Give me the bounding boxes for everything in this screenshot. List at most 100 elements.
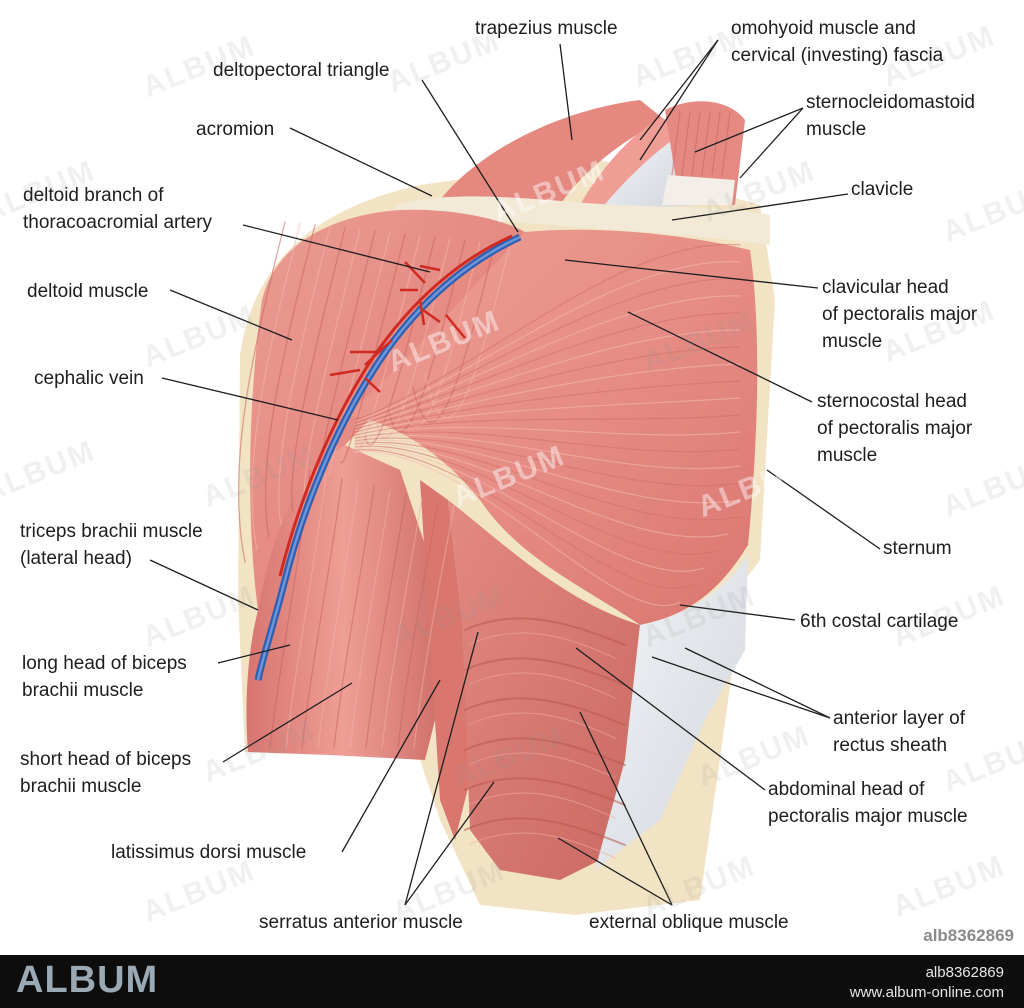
label-external-oblique: external oblique muscle: [589, 912, 789, 933]
cephalic-vein-highlight: [256, 235, 521, 681]
label-rectus-sheath: anterior layer of rectus sheath: [833, 708, 966, 756]
muscle-fiber: [464, 737, 626, 766]
leader-line: [289, 127, 433, 197]
leader-line: [575, 647, 766, 791]
leader-line: [341, 679, 441, 853]
scm-tendon-shape: [662, 175, 735, 205]
muscle-fiber: [354, 363, 741, 432]
muscle-fiber: [354, 431, 741, 453]
muscle-fiber: [413, 505, 455, 749]
muscle-fiber: [354, 450, 681, 607]
muscle-fiber: [701, 111, 711, 176]
muscle-fiber: [354, 346, 741, 430]
muscle-fiber: [354, 243, 741, 421]
label-sternocostal-head: sternocostal head of pectoralis major mu…: [817, 391, 973, 466]
label-abdominal-head: abdominal head of pectoralis major muscl…: [768, 779, 968, 827]
label-short-head-biceps: short head of biceps brachii muscle: [20, 749, 192, 797]
muscle-fiber: [354, 426, 741, 438]
muscle-fiber: [469, 792, 616, 819]
muscle-fiber: [354, 441, 741, 521]
muscle-fiber: [354, 434, 741, 470]
latissimus-shape: [420, 480, 470, 840]
leader-line: [559, 43, 573, 141]
leader-line: [217, 644, 291, 664]
label-clavicle: clavicle: [851, 179, 914, 200]
footer-url-link[interactable]: www.album-online.com: [849, 984, 1004, 1001]
muscle-fiber: [354, 443, 729, 538]
muscle-fiber: [354, 445, 717, 555]
pectoralis-major-shape: [345, 229, 758, 625]
leader-line: [404, 631, 479, 906]
leader-line: [627, 311, 813, 403]
leader-line: [242, 224, 431, 273]
muscle-fiber: [237, 221, 286, 563]
muscle-fiber: [354, 437, 741, 487]
muscle-fiber: [303, 228, 361, 501]
leader-line: [651, 656, 831, 719]
label-long-head-biceps: long head of biceps brachii muscle: [22, 653, 187, 701]
muscle-fiber: [354, 329, 741, 429]
rectus-sheath-shape: [595, 555, 748, 870]
leader-line: [694, 107, 804, 153]
image-id-tag: alb8362869: [923, 926, 1014, 945]
label-sternocleidomastoid: sternocleidomastoid muscle: [806, 92, 975, 140]
muscle-fiber: [671, 111, 681, 176]
muscle-fiber: [721, 111, 731, 176]
clavicle-shape: [395, 196, 770, 245]
footer-image-id: alb8362869: [925, 964, 1004, 981]
leader-line: [564, 259, 819, 289]
muscle-fiber: [381, 497, 423, 749]
muscle-fiber: [352, 234, 421, 454]
muscle-fiber: [354, 295, 741, 426]
leader-line: [766, 469, 881, 550]
label-deltoid-branch: deltoid branch of thoracoacromial artery: [23, 185, 213, 233]
label-latissimus-dorsi: latissimus dorsi muscle: [111, 842, 307, 863]
muscle-fiber: [397, 501, 439, 749]
muscle-fiber: [464, 617, 626, 646]
muscle-fiber: [469, 752, 616, 779]
leader-line: [679, 604, 796, 621]
muscle-fiber: [340, 233, 406, 464]
muscle-fiber: [469, 712, 616, 739]
label-deltopectoral-triangle: deltopectoral triangle: [213, 60, 390, 81]
muscle-fiber: [264, 224, 316, 538]
leader-line: [169, 289, 293, 341]
leader-line: [671, 193, 849, 221]
album-logo[interactable]: ALBUM: [16, 959, 159, 1001]
muscle-fiber: [349, 489, 391, 749]
muscle-fiber: [354, 380, 741, 433]
label-trapezius: trapezius muscle: [475, 18, 618, 39]
muscle-fiber: [354, 261, 741, 423]
muscle-fiber: [301, 477, 343, 749]
muscle-fiber: [278, 225, 331, 526]
serratus-shape: [448, 500, 640, 880]
muscle-fiber: [354, 312, 741, 427]
leader-line: [161, 377, 339, 421]
label-omohyoid: omohyoid muscle and cervical (investing)…: [731, 18, 944, 66]
leader-line: [739, 107, 804, 179]
footer-bar: ALBUM alb8362869 www.album-online.com: [0, 955, 1024, 1008]
muscle-fiber: [464, 697, 626, 726]
label-serratus-anterior: serratus anterior muscle: [259, 912, 463, 933]
muscle-fiber: [365, 493, 407, 749]
muscle-fiber: [681, 111, 691, 176]
shoulder-chest-illustration: [149, 39, 881, 915]
muscle-fiber: [464, 817, 626, 846]
artery-branches-shape: [329, 261, 466, 393]
muscle-fiber: [691, 111, 701, 176]
muscle-fiber: [251, 222, 301, 551]
muscle-fiber: [464, 657, 626, 686]
omohyoid-shape: [580, 118, 690, 210]
label-costal-cartilage: 6th costal cartilage: [800, 611, 959, 632]
leader-line: [557, 837, 673, 906]
muscle-fiber: [400, 240, 481, 427]
leader-line: [421, 79, 519, 233]
muscle-fiber: [354, 439, 741, 504]
trapezius-shape: [440, 100, 665, 205]
muscle-fiber: [354, 397, 741, 435]
label-clavicular-head: clavicular head of pectoralis major musc…: [822, 277, 978, 352]
anatomy-diagram: ALBUM ALBUM ALBUM ALBUM ALBUM ALBUM ALBU…: [0, 18, 1024, 945]
leader-line: [149, 559, 259, 611]
leader-line: [579, 711, 673, 906]
muscle-fiber: [469, 672, 616, 699]
